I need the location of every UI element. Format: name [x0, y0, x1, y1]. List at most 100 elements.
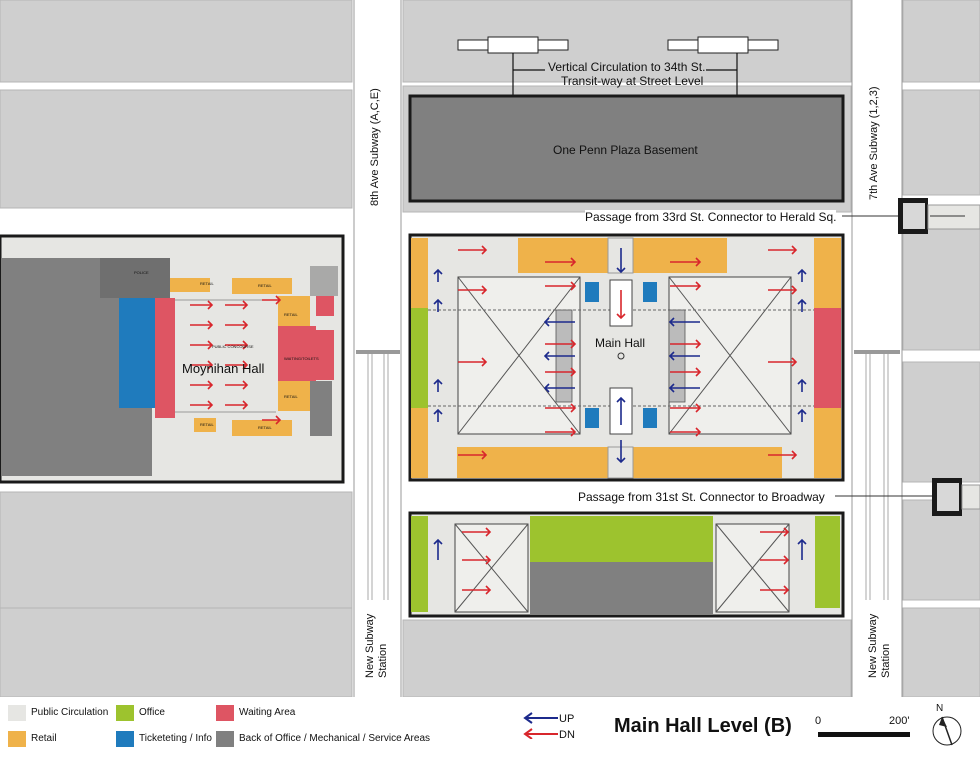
moynihan-public-concourse-label: PUBLIC CONCOURSE	[212, 344, 254, 349]
dn-arrow	[462, 585, 492, 595]
dn-arrow	[190, 340, 214, 350]
dn-arrow	[768, 285, 798, 295]
legend-label: Retail	[31, 733, 57, 744]
dn-arrow	[225, 300, 249, 310]
dn-arrow	[225, 360, 249, 370]
legend-label: Public Circulation	[31, 707, 109, 718]
scale-start-label: 0	[815, 715, 822, 727]
dn-arrow	[670, 339, 702, 349]
dn-arrow	[545, 367, 577, 377]
new-subway-station-right-label: New Subway Station	[867, 613, 892, 678]
up-arrow	[433, 538, 443, 560]
dn-label: DN	[559, 729, 575, 741]
dn-arrow	[190, 360, 214, 370]
dn-arrow	[262, 415, 282, 425]
dn-arrow	[225, 400, 249, 410]
dn-arrow	[458, 245, 488, 255]
moynihan-retail-label: RETAIL	[200, 281, 214, 286]
dn-arrow	[462, 527, 492, 537]
dn-arrow	[545, 281, 577, 291]
legend-swatch-public-circulation	[8, 705, 26, 721]
moynihan-retail-label: RETAIL	[200, 422, 214, 427]
dn-arrow	[768, 245, 798, 255]
dn-arrow	[670, 257, 702, 267]
up-arrow	[433, 268, 443, 282]
up-arrow	[797, 298, 807, 312]
dn-arrow	[670, 367, 702, 377]
dn-arrow	[225, 340, 249, 350]
dn-arrow	[760, 555, 790, 565]
up-arrow	[616, 440, 626, 464]
dn-arrow	[670, 403, 702, 413]
one-penn-plaza-basement	[408, 94, 845, 203]
dn-arrow	[760, 585, 790, 595]
moynihan-retail-label: RETAIL	[284, 312, 298, 317]
moynihan-retail-label: RETAIL	[284, 394, 298, 399]
moynihan-retail-label: RETAIL	[258, 283, 272, 288]
dn-arrow	[670, 281, 702, 291]
legend-swatch-retail	[8, 731, 26, 747]
page-title: Main Hall Level (B)	[614, 715, 792, 737]
eighth-ave-subway-label: 8th Ave Subway (A,C,E)	[369, 88, 381, 206]
dn-arrow	[225, 380, 249, 390]
dn-arrow	[190, 400, 214, 410]
eighth-ave-subway-strip	[354, 0, 401, 697]
scale-bar	[818, 732, 910, 737]
legend-swatch-waiting-area	[216, 705, 234, 721]
dn-arrow	[545, 403, 577, 413]
dn-arrow	[616, 290, 626, 320]
dn-arrow	[462, 555, 492, 565]
scale-end-label: 200'	[889, 715, 910, 727]
dn-arrow	[670, 427, 702, 437]
dn-arrow	[262, 295, 282, 305]
north-label: N	[936, 703, 944, 714]
up-arrow	[616, 396, 626, 425]
moynihan-retail-label: RETAIL	[258, 425, 272, 430]
dn-arrow	[768, 357, 798, 367]
dn-arrow	[225, 320, 249, 330]
up-arrow	[433, 378, 443, 392]
north-arrow-icon	[932, 716, 962, 746]
up-arrow	[433, 298, 443, 312]
up-arrow	[616, 248, 626, 274]
up-arrow	[668, 351, 700, 361]
flow-arrows	[190, 245, 807, 595]
legend: Public Circulation Office Waiting Area R…	[0, 697, 980, 757]
up-arrow	[543, 351, 575, 361]
seventh-ave-subway-strip	[852, 0, 902, 697]
dn-arrow	[190, 300, 214, 310]
up-arrow	[797, 538, 807, 560]
legend-swatch-back-of-office	[216, 731, 234, 747]
dn-arrow	[190, 380, 214, 390]
new-subway-station-left-label: New Subway Station	[364, 613, 389, 678]
legend-label: Waiting Area	[239, 707, 296, 718]
legend-swatch-office	[116, 705, 134, 721]
moynihan-waiting-label: WAITING/TOILETS	[284, 356, 319, 361]
up-arrow	[797, 408, 807, 422]
legend-swatch-ticketing	[116, 731, 134, 747]
passage-31st-label: Passage from 31st St. Connector to Broad…	[578, 490, 825, 504]
passage-33rd-label: Passage from 33rd St. Connector to Heral…	[585, 210, 837, 224]
dn-arrow	[190, 320, 214, 330]
seventh-ave-subway-label: 7th Ave Subway (1,2,3)	[868, 86, 880, 200]
up-arrow	[668, 383, 700, 393]
up-arrow	[797, 378, 807, 392]
dn-arrow	[458, 357, 488, 367]
up-arrow	[543, 383, 575, 393]
up-arrow	[433, 408, 443, 422]
moynihan-hall-label: Moynihan Hall	[182, 361, 265, 376]
south-block	[408, 511, 845, 618]
floor-plan-diagram	[0, 0, 980, 697]
dn-arrow	[458, 285, 488, 295]
dn-arrow	[768, 450, 798, 460]
dn-arrow	[545, 339, 577, 349]
vertical-circulation-label: Vertical Circulation to 34th St.	[548, 60, 706, 74]
legend-arrows	[523, 712, 558, 739]
main-hall-block	[408, 233, 845, 482]
moynihan-police-label: POLICE	[134, 270, 149, 275]
one-penn-plaza-label: One Penn Plaza Basement	[553, 143, 698, 157]
up-arrow	[668, 317, 700, 327]
dn-arrow	[545, 427, 577, 437]
legend-label: Ticketeting / Info	[139, 733, 212, 744]
dn-arrow	[458, 450, 488, 460]
